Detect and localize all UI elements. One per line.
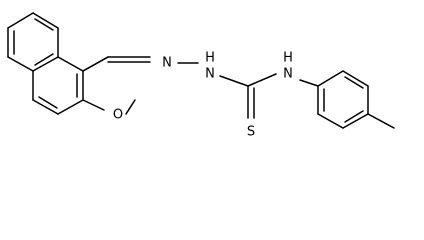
imine-nitrogen-background xyxy=(161,55,173,71)
methyl-bond xyxy=(125,99,136,115)
bond xyxy=(219,75,249,87)
sulfur-atom-background xyxy=(245,124,257,140)
bond xyxy=(57,56,84,72)
hydrazine-nitrogen: N xyxy=(205,67,215,82)
bond xyxy=(32,56,59,72)
double-bond-inner xyxy=(34,18,54,31)
bond xyxy=(32,12,59,29)
bond xyxy=(7,56,34,72)
thioamide-hydrogen: H xyxy=(283,51,293,66)
bond xyxy=(317,113,344,129)
oxygen-atom: O xyxy=(113,108,123,123)
bond xyxy=(32,99,59,115)
thioamide-nitrogen: N xyxy=(283,67,293,82)
bond xyxy=(342,113,369,129)
double-bond-inner xyxy=(34,53,54,66)
imine-nitrogen: N xyxy=(162,56,172,71)
oxygen-atom-background xyxy=(112,107,124,123)
thioamide-hydrogen-background xyxy=(282,50,294,66)
bond xyxy=(82,56,109,72)
sulfur-atom: S xyxy=(247,125,255,140)
thioamide-nitrogen-background xyxy=(282,66,294,82)
double-bond-inner xyxy=(344,110,364,123)
bond xyxy=(57,99,84,115)
hydrazine-hydrogen-background xyxy=(204,50,216,66)
bond xyxy=(317,70,344,87)
bond xyxy=(299,79,319,87)
double-bond-inner xyxy=(344,76,364,89)
bond xyxy=(7,12,34,29)
methyl-bond xyxy=(367,113,395,129)
hydrazine-hydrogen: H xyxy=(205,51,215,66)
double-bond-inner xyxy=(38,96,58,109)
bond xyxy=(82,99,105,111)
bond xyxy=(342,70,369,87)
hydrazine-nitrogen-background xyxy=(204,66,216,82)
bond xyxy=(247,73,277,87)
